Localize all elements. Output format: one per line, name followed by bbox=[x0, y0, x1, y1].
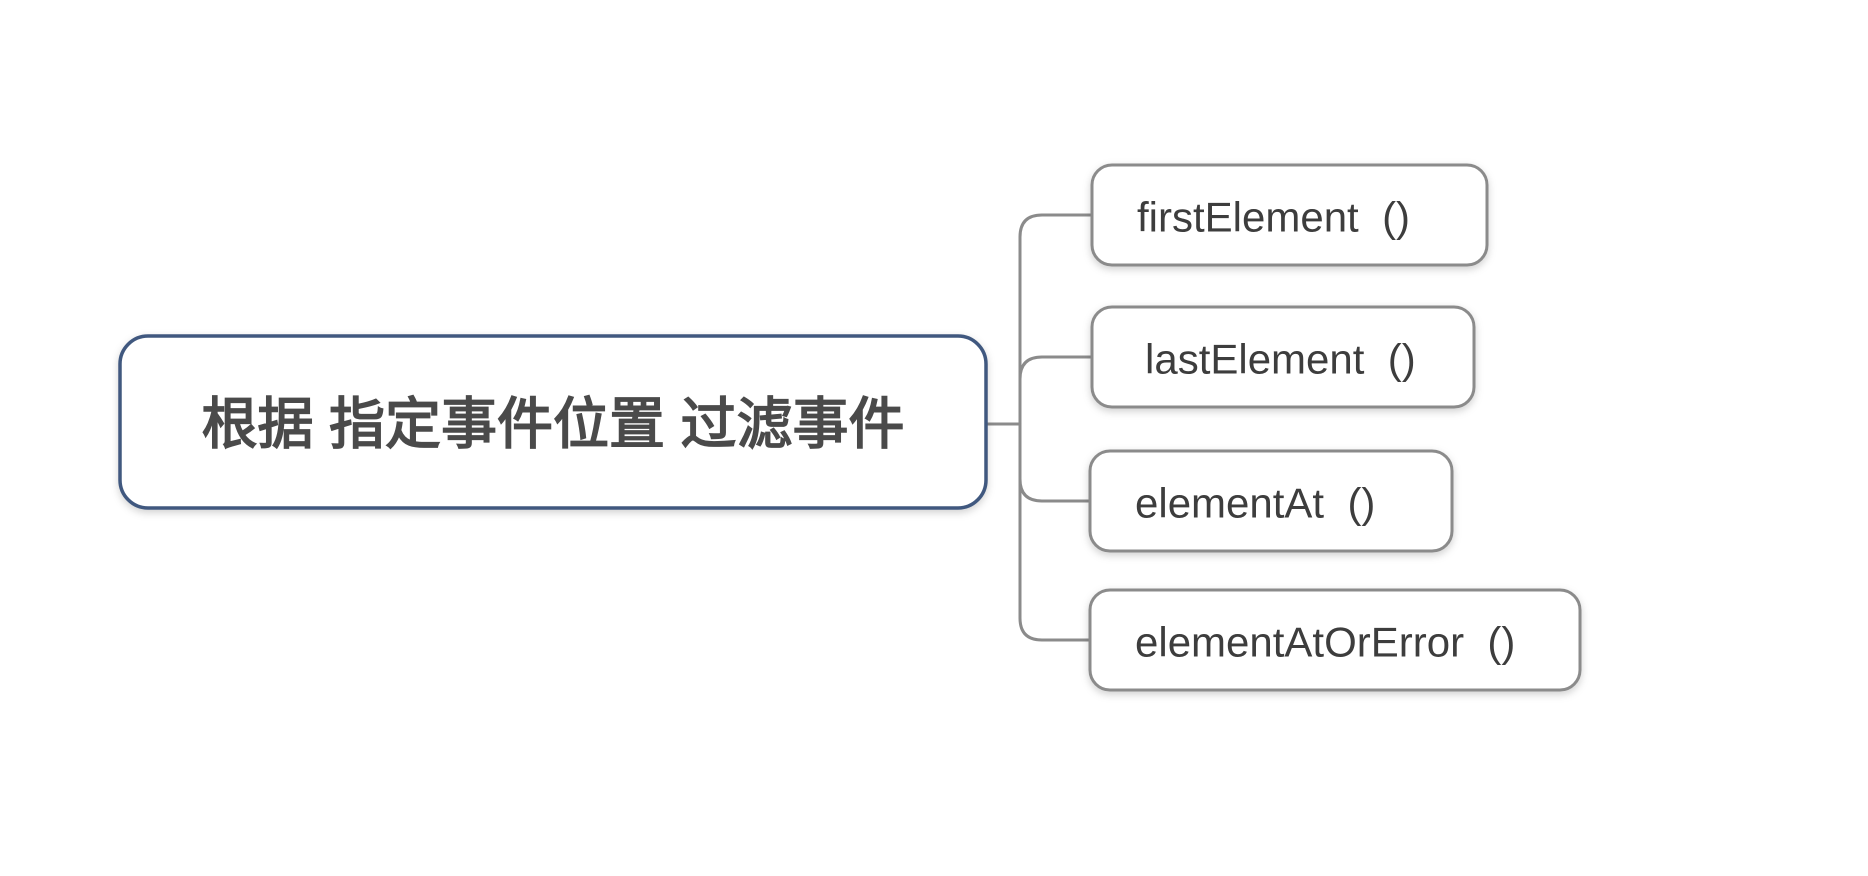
child-node-element-at-box[interactable] bbox=[1088, 449, 1454, 553]
connector-element-at bbox=[1018, 422, 1092, 503]
child-node-first-element[interactable]: firstElement () bbox=[1090, 163, 1489, 267]
child-node-element-at-or-error-label: elementAtOrError () bbox=[1135, 619, 1515, 666]
connector-first-element bbox=[1018, 213, 1094, 426]
child-node-element-at-label: elementAt () bbox=[1135, 480, 1375, 527]
root-node[interactable]: 根据 指定事件位置 过滤事件 bbox=[118, 334, 988, 510]
connector-element-at-or-error bbox=[1018, 422, 1092, 642]
child-node-last-element-label: lastElement () bbox=[1145, 336, 1416, 383]
child-node-element-at-or-error[interactable]: elementAtOrError () bbox=[1088, 588, 1582, 692]
child-node-first-element-label: firstElement () bbox=[1137, 194, 1410, 241]
root-node-box[interactable] bbox=[118, 334, 988, 510]
child-node-element-at-or-error-box[interactable] bbox=[1088, 588, 1582, 692]
child-node-last-element-box[interactable] bbox=[1090, 305, 1476, 409]
connectors bbox=[984, 213, 1094, 642]
child-node-last-element[interactable]: lastElement () bbox=[1090, 305, 1476, 409]
child-node-element-at[interactable]: elementAt () bbox=[1088, 449, 1454, 553]
root-node-label: 根据 指定事件位置 过滤事件 bbox=[201, 393, 904, 456]
child-node-first-element-box[interactable] bbox=[1090, 163, 1489, 267]
connector-last-element bbox=[1018, 355, 1094, 426]
